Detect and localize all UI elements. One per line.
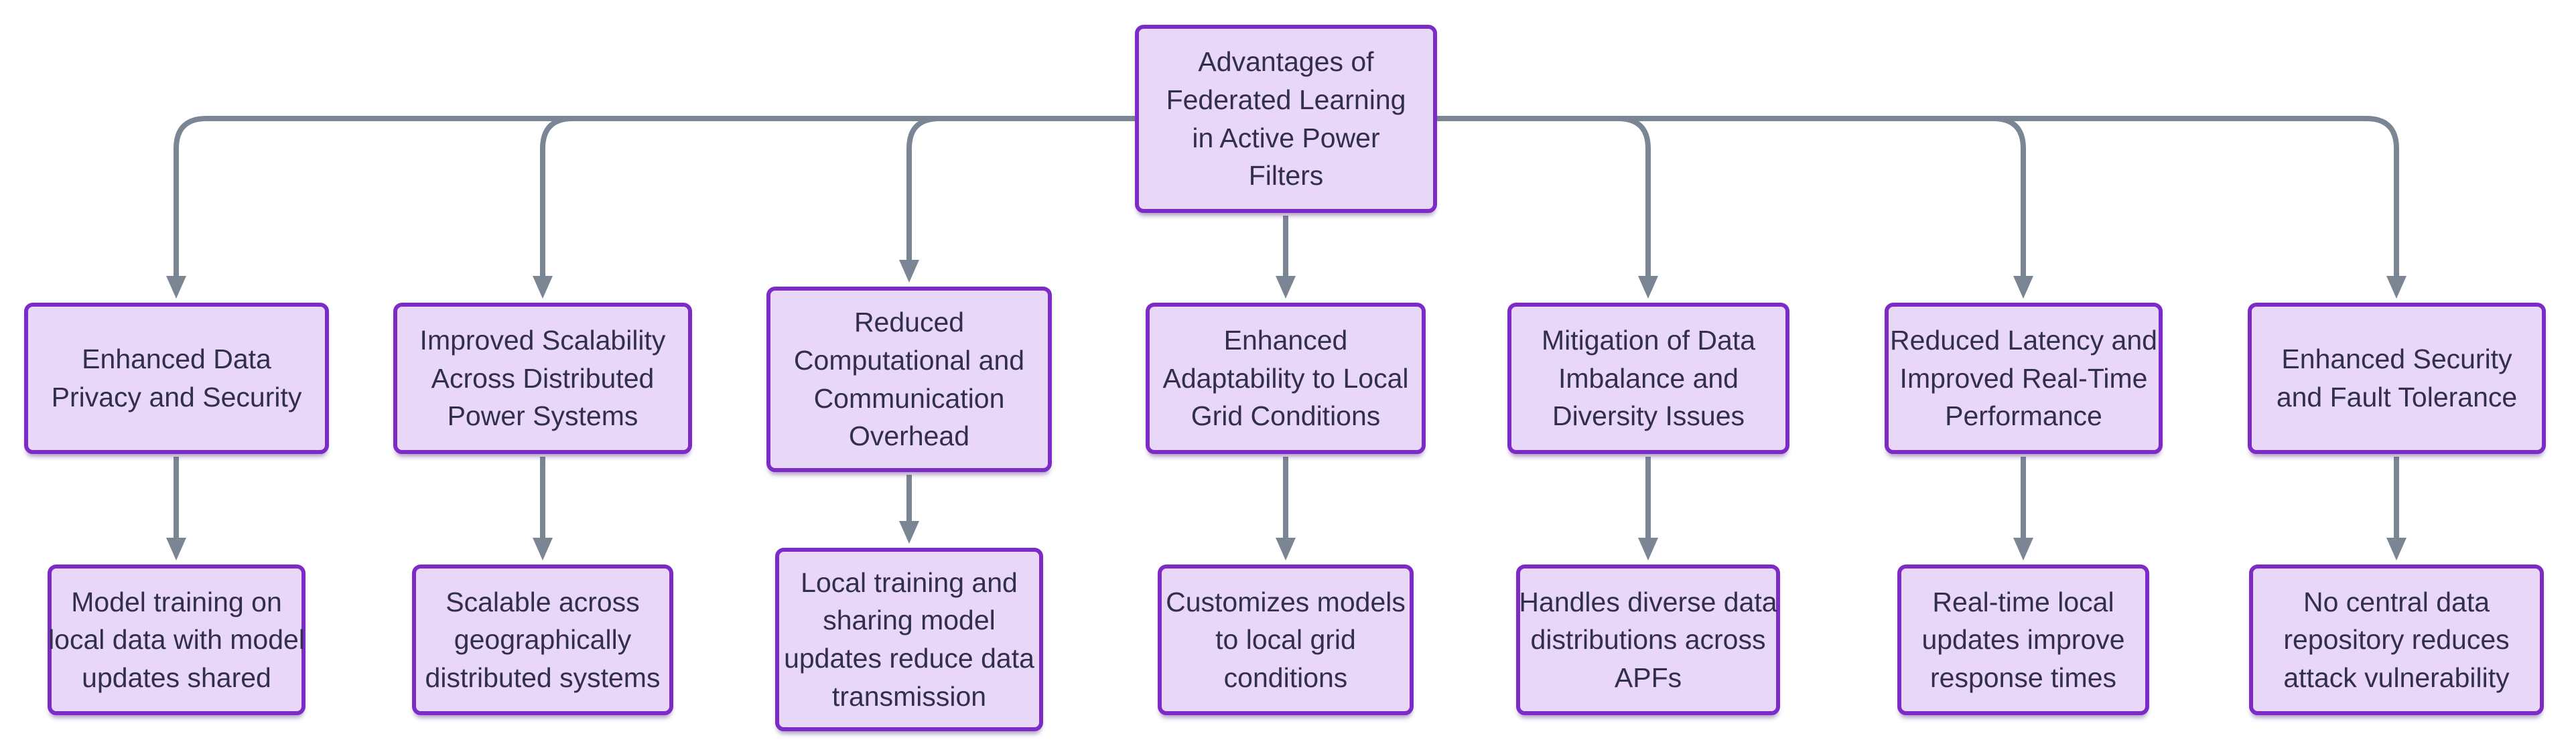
- detail-node-1: Model training on local data with model …: [48, 564, 306, 715]
- detail-node-2: Scalable across geographically distribut…: [412, 564, 673, 715]
- detail-node-6: Real-time local updates improve response…: [1897, 564, 2149, 715]
- advantage-node-3: Reduced Computational and Communication …: [766, 287, 1052, 472]
- root-node: Advantages of Federated Learning in Acti…: [1135, 25, 1437, 213]
- detail-node-3: Local training and sharing model updates…: [775, 548, 1043, 731]
- advantage-node-4: Enhanced Adaptability to Local Grid Cond…: [1146, 303, 1426, 454]
- advantage-node-5: Mitigation of Data Imbalance and Diversi…: [1507, 303, 1789, 454]
- edge-root-to-advantage-5: [1435, 116, 1658, 299]
- detail-node-4: Customizes models to local grid conditio…: [1158, 564, 1414, 715]
- detail-node-7: No central data repository reduces attac…: [2249, 564, 2544, 715]
- edge-root-to-advantage-6: [1435, 116, 2033, 299]
- edge-root-to-advantage-1: [166, 116, 1137, 299]
- advantage-node-1: Enhanced Data Privacy and Security: [24, 303, 329, 454]
- edge-root-to-advantage-7: [1435, 116, 2406, 299]
- detail-node-5: Handles diverse data distributions acros…: [1516, 564, 1780, 715]
- advantage-node-7: Enhanced Security and Fault Tolerance: [2248, 303, 2546, 454]
- advantage-node-2: Improved Scalability Across Distributed …: [393, 303, 692, 454]
- edge-root-to-advantage-3: [899, 116, 1137, 283]
- edge-root-to-advantage-2: [533, 116, 1137, 299]
- advantage-node-6: Reduced Latency and Improved Real-Time P…: [1885, 303, 2163, 454]
